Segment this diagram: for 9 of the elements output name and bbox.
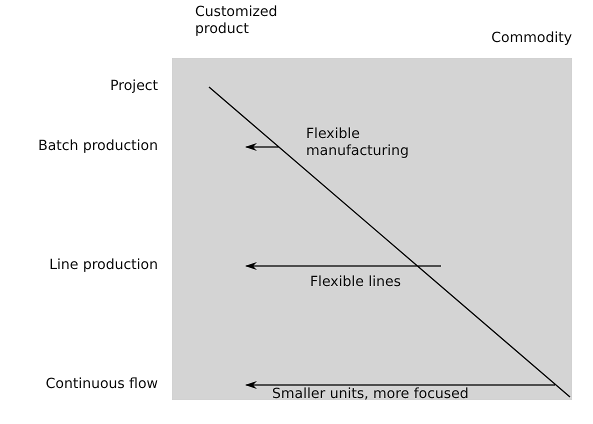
arrow-label: Flexible manufacturing (306, 126, 410, 160)
arrow-label: Flexible lines (310, 274, 401, 291)
row-label: Project (109, 78, 158, 95)
axis-label: Commodity (490, 30, 572, 47)
axis-label: Customized product (195, 4, 278, 38)
arrow-label: Smaller units, more focused (272, 386, 469, 403)
row-label: Continuous flow (44, 376, 158, 393)
row-label: Line production (48, 257, 158, 274)
row-label: Batch production (37, 138, 158, 155)
